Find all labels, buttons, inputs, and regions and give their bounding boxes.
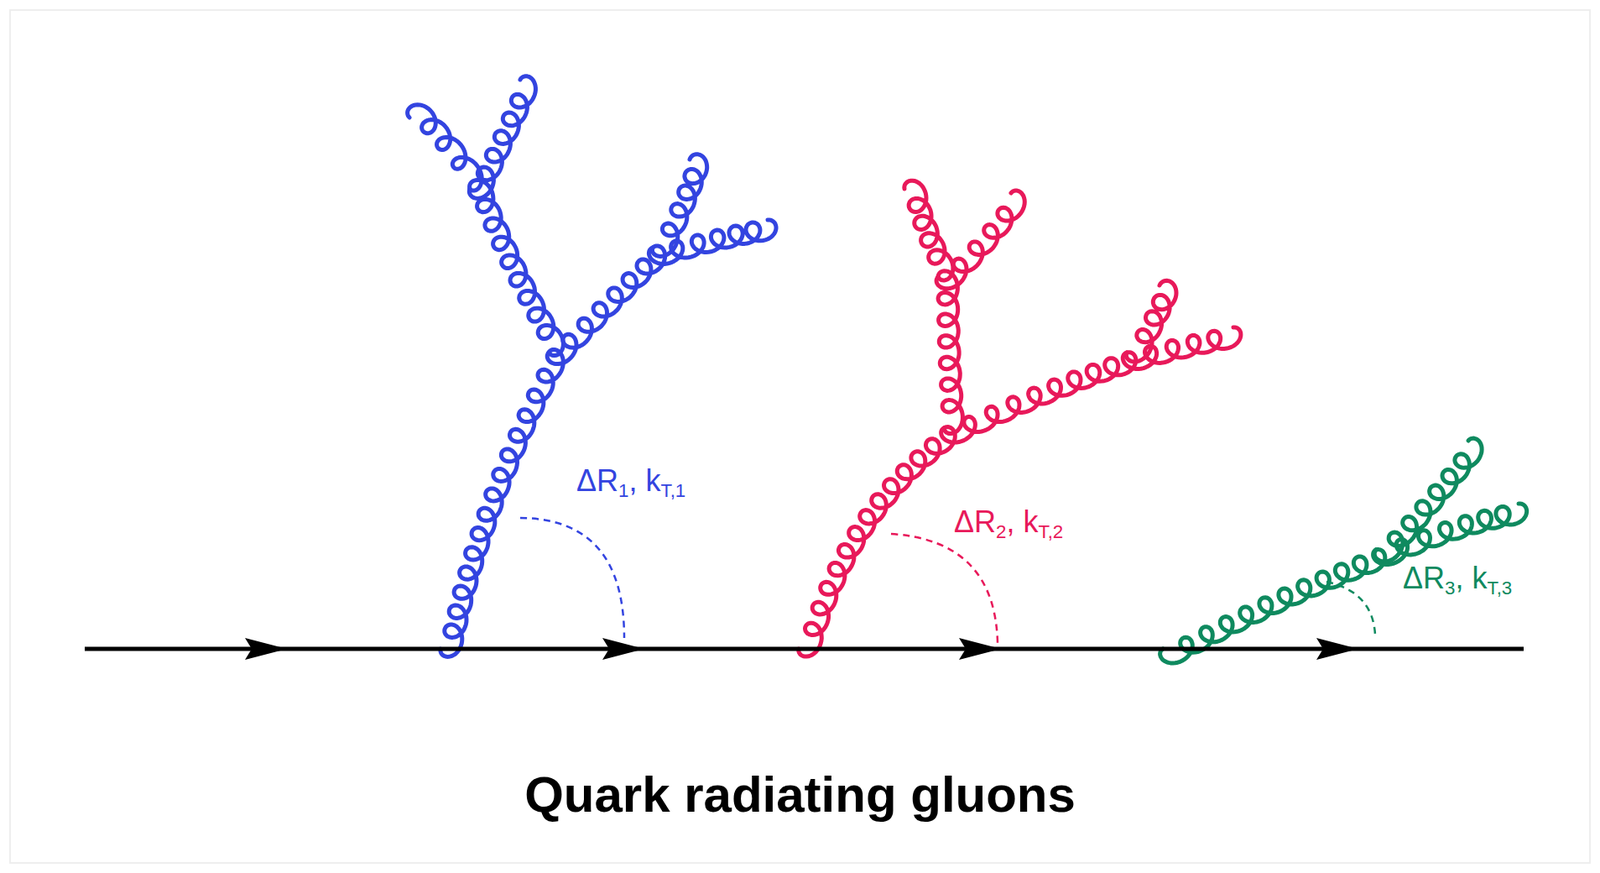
subscript: T,2	[1037, 521, 1064, 543]
angle-arc	[891, 533, 998, 643]
label-part: , k	[1005, 504, 1038, 539]
subscript: 1	[618, 479, 629, 501]
label-part: ΔR	[1402, 560, 1445, 595]
quark-line	[84, 646, 1524, 652]
label-part: ΔR	[576, 463, 619, 498]
gluon	[469, 180, 564, 356]
gluon	[904, 180, 954, 281]
quark-arrows	[244, 637, 1359, 660]
label-part: ΔR	[953, 504, 996, 539]
gluon	[1160, 549, 1386, 663]
arrowhead	[244, 637, 287, 660]
angle-arc	[1326, 581, 1376, 635]
angle-label: ΔR1, kT,1	[576, 463, 686, 501]
gluon	[547, 245, 666, 365]
gluon	[469, 76, 536, 199]
angle-label: ΔR2, kT,2	[953, 505, 1064, 543]
gluon	[648, 219, 777, 265]
gluon	[1122, 327, 1241, 370]
gluon	[936, 190, 1025, 289]
gluon	[407, 104, 483, 191]
gluon	[938, 271, 963, 434]
gluon	[440, 349, 564, 657]
arrowhead	[602, 637, 645, 660]
subscript: 3	[1444, 577, 1455, 599]
label-part: , k	[1454, 560, 1487, 595]
frame	[10, 10, 1590, 863]
subscript: T,3	[1486, 577, 1512, 599]
gluon-group	[407, 76, 1528, 663]
arrowhead	[1316, 637, 1359, 660]
subscript: 2	[995, 521, 1006, 543]
label-part: , k	[628, 463, 661, 498]
angle-label: ΔR3, kT,3	[1402, 561, 1512, 599]
gluon	[1373, 503, 1528, 565]
caption: Quark radiating gluons	[0, 765, 1600, 824]
angle-arc	[520, 517, 625, 638]
arrowhead	[958, 637, 1001, 660]
subscript: T,1	[660, 479, 686, 501]
gluon	[941, 352, 1137, 443]
